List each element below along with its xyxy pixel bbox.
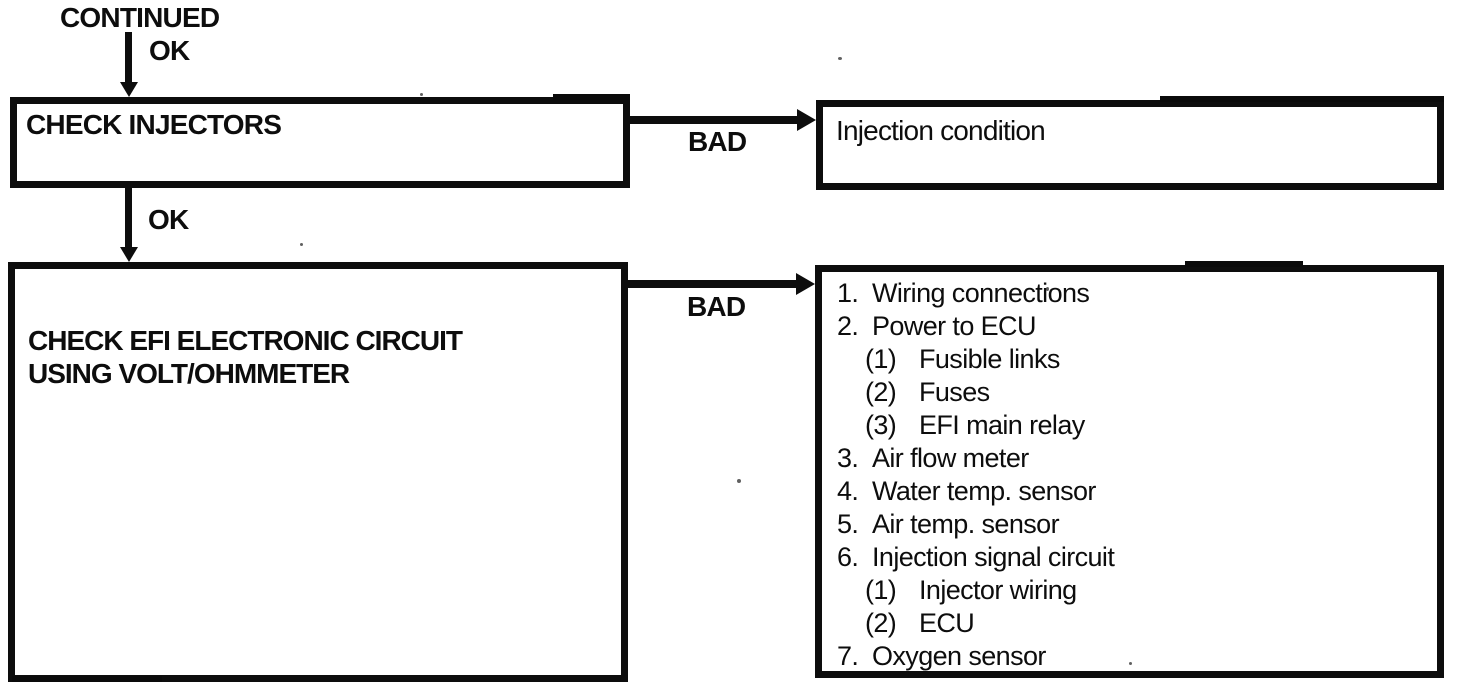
checklist-item-text: Fuses bbox=[919, 377, 990, 407]
scan-speck bbox=[420, 93, 423, 96]
bad-label-1: BAD bbox=[688, 126, 747, 157]
scan-speck bbox=[1046, 287, 1049, 291]
checklist-item: (3) EFI main relay bbox=[837, 409, 1433, 442]
continued-label: CONTINUED bbox=[60, 2, 220, 33]
checklist-item-marker: 1. bbox=[837, 278, 859, 308]
injection-condition-text: Injection condition bbox=[836, 115, 1046, 146]
check-injectors-box: CHECK INJECTORS bbox=[10, 97, 630, 188]
injection-condition-box: Injection condition bbox=[816, 100, 1444, 190]
scan-smudge bbox=[553, 94, 630, 100]
checklist-item-text: Water temp. sensor bbox=[872, 476, 1096, 506]
checklist-item: 1. Wiring connections bbox=[837, 277, 1433, 310]
checklist-item-marker: (2) bbox=[865, 608, 897, 638]
flow-arrow-right-1-line bbox=[630, 116, 800, 124]
checklist-item-marker: (1) bbox=[865, 344, 897, 374]
checklist-item: 3. Air flow meter bbox=[837, 442, 1433, 475]
checklist-item-text: Injection signal circuit bbox=[872, 542, 1115, 572]
scan-smudge bbox=[1160, 96, 1444, 102]
checklist-item-marker: 2. bbox=[837, 311, 859, 341]
scan-speck bbox=[838, 57, 842, 60]
checklist-item: (1) Injector wiring bbox=[837, 574, 1433, 607]
checklist-item-marker: (1) bbox=[865, 575, 897, 605]
flow-arrow-down-2-line bbox=[125, 187, 132, 248]
scan-smudge bbox=[12, 676, 162, 682]
scan-speck bbox=[1129, 662, 1132, 665]
checklist-item: 7. Oxygen sensor bbox=[837, 640, 1433, 673]
checklist-item-text: ECU bbox=[919, 608, 975, 638]
scan-speck bbox=[300, 243, 303, 246]
ok-label-2: OK bbox=[148, 204, 189, 235]
checklist-item: 5. Air temp. sensor bbox=[837, 508, 1433, 541]
checklist-item-marker: (3) bbox=[865, 410, 897, 440]
checklist-item: (2) Fuses bbox=[837, 376, 1433, 409]
checklist-item-marker: 6. bbox=[837, 542, 859, 572]
flow-arrow-right-2-line bbox=[628, 280, 797, 288]
flow-arrow-right-1-head bbox=[797, 109, 816, 131]
checklist-item: 6. Injection signal circuit bbox=[837, 541, 1433, 574]
checklist-item-text: Wiring connections bbox=[872, 278, 1090, 308]
scan-smudge bbox=[1185, 261, 1303, 267]
flow-arrow-down-1-head bbox=[120, 82, 138, 97]
checklist-item: 4. Water temp. sensor bbox=[837, 475, 1433, 508]
ok-label-1: OK bbox=[149, 35, 190, 66]
flow-arrow-right-2-head bbox=[796, 273, 815, 295]
checklist-item-text: EFI main relay bbox=[919, 410, 1085, 440]
checklist-item-text: Oxygen sensor bbox=[872, 641, 1046, 671]
checklist-item-marker: 7. bbox=[837, 641, 859, 671]
checklist-item-text: Fusible links bbox=[919, 344, 1060, 374]
checklist-item-text: Air temp. sensor bbox=[872, 509, 1060, 539]
checklist-item-marker: 4. bbox=[837, 476, 859, 506]
checklist-item-text: Injector wiring bbox=[919, 575, 1077, 605]
checklist-item-marker: 3. bbox=[837, 443, 859, 473]
checklist-item-text: Air flow meter bbox=[872, 443, 1029, 473]
checklist-item: (2) ECU bbox=[837, 607, 1433, 640]
checklist-item-marker: 5. bbox=[837, 509, 859, 539]
bad-label-2: BAD bbox=[687, 291, 746, 322]
checklist-item-text: Power to ECU bbox=[872, 311, 1036, 341]
check-efi-title-line2: USING VOLT/OHMMETER bbox=[28, 358, 350, 389]
check-efi-circuit-box: CHECK EFI ELECTRONIC CIRCUIT USING VOLT/… bbox=[8, 262, 628, 682]
checklist-item-marker: (2) bbox=[865, 377, 897, 407]
check-injectors-title: CHECK INJECTORS bbox=[26, 109, 282, 140]
flow-arrow-down-1-line bbox=[125, 32, 132, 84]
checklist-item: 2. Power to ECU bbox=[837, 310, 1433, 343]
check-efi-title-line1: CHECK EFI ELECTRONIC CIRCUIT bbox=[28, 325, 463, 356]
flow-arrow-down-2-head bbox=[120, 247, 138, 262]
checklist-item: (1) Fusible links bbox=[837, 343, 1433, 376]
scan-speck bbox=[737, 479, 741, 483]
